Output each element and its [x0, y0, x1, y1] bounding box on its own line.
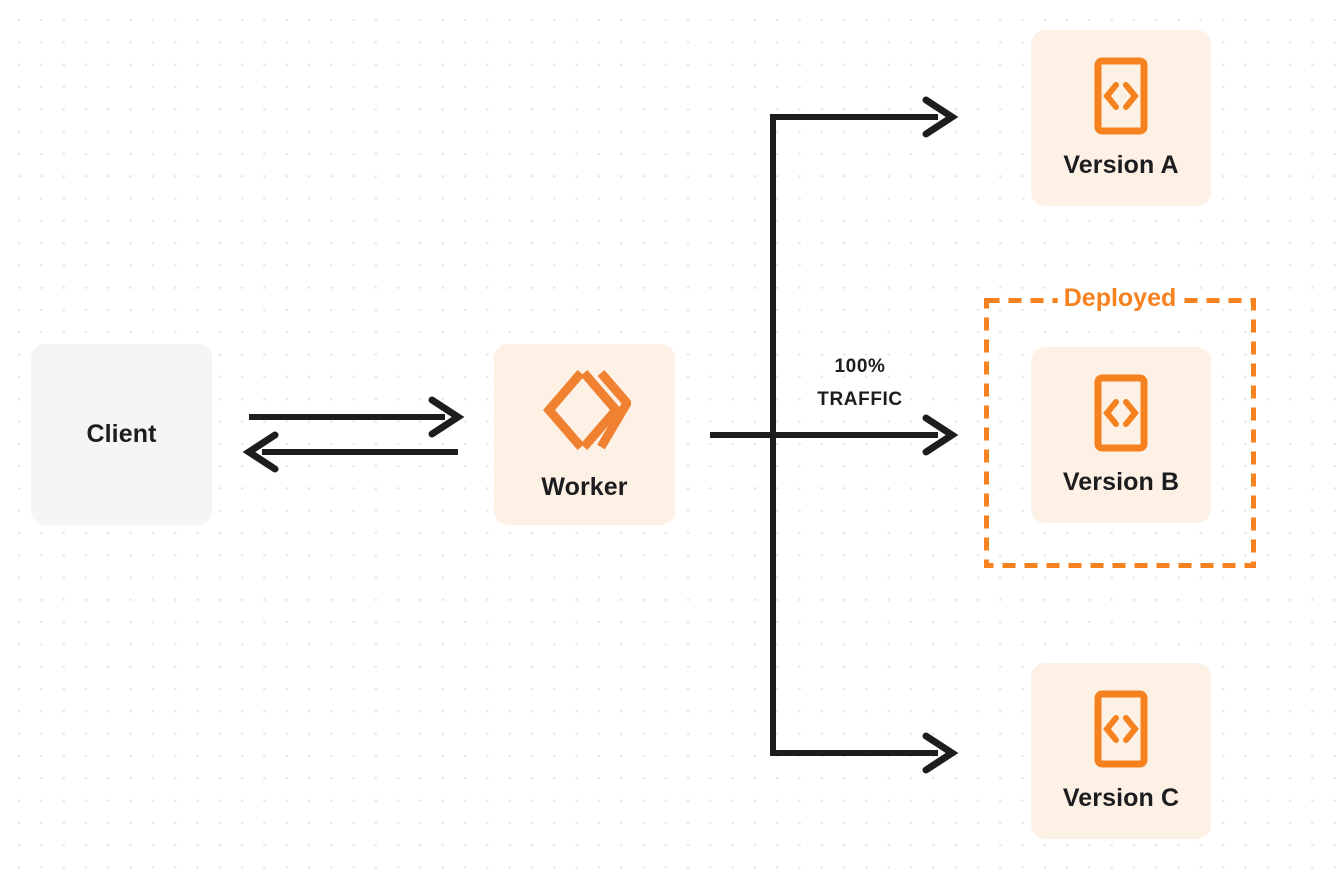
- deployed-label: Deployed: [1057, 284, 1183, 312]
- edge-client-to-worker: [249, 396, 465, 438]
- node-version-a[interactable]: Version A: [1031, 30, 1211, 206]
- node-version-c[interactable]: Version C: [1031, 663, 1211, 839]
- code-file-icon: [1094, 690, 1148, 768]
- client-label: Client: [86, 420, 157, 448]
- node-client[interactable]: Client: [31, 344, 212, 525]
- version-c-label: Version C: [1062, 783, 1180, 812]
- code-file-icon: [1094, 374, 1148, 452]
- version-b-label: Version B: [1062, 467, 1180, 496]
- node-version-b[interactable]: Version B: [1031, 347, 1211, 523]
- node-worker[interactable]: Worker: [494, 344, 675, 525]
- edge-to-version-a: [770, 96, 959, 138]
- worker-label: Worker: [541, 473, 628, 501]
- edge-worker-to-client: [242, 431, 458, 473]
- edge-to-version-c: [770, 732, 959, 774]
- version-a-label: Version A: [1063, 150, 1179, 179]
- deployed-group: Deployed: [984, 284, 1256, 568]
- edge-to-version-b: [710, 414, 959, 456]
- traffic-label: 100% TRAFFIC: [790, 350, 930, 416]
- code-file-icon: [1094, 57, 1148, 135]
- cloudflare-workers-logo-icon: [539, 367, 631, 453]
- traffic-percent: 100%: [834, 356, 886, 377]
- traffic-word: TRAFFIC: [817, 389, 903, 410]
